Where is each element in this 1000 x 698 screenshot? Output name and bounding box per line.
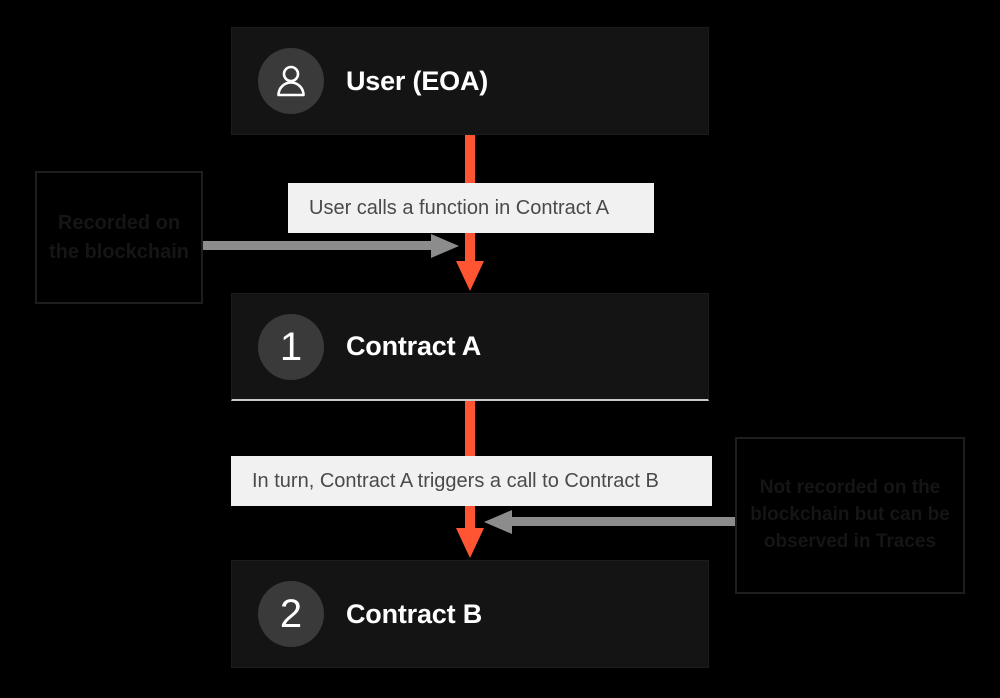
node-label-contract-a: Contract A — [346, 331, 482, 361]
user-avatar-badge — [258, 48, 324, 114]
step-number-1: 1 — [279, 324, 303, 369]
caption-contract-a-triggers-call: In turn, Contract A triggers a call to C… — [231, 456, 712, 506]
step-number-badge-1: 1 — [258, 313, 324, 380]
note-not-recorded-traces: Not recorded on the blockchain but can b… — [735, 437, 965, 594]
node-label-contract-b: Contract B — [346, 598, 483, 629]
step-number-2: 2 — [279, 592, 303, 636]
person-icon — [277, 65, 305, 97]
node-contract-a[interactable]: 1 Contract A — [231, 293, 709, 401]
node-label-user: User (EOA) — [346, 65, 489, 96]
caption-user-calls-function: User calls a function in Contract A — [288, 183, 654, 233]
node-user-eoa[interactable]: User (EOA) — [231, 27, 709, 135]
note-recorded-on-blockchain: Recorded on the blockchain — [35, 171, 203, 304]
step-number-badge-2: 2 — [258, 581, 324, 647]
node-contract-b[interactable]: 2 Contract B — [231, 560, 709, 668]
gray-arrow-pointing-left — [484, 510, 740, 534]
gray-arrow-pointing-right — [203, 234, 459, 258]
